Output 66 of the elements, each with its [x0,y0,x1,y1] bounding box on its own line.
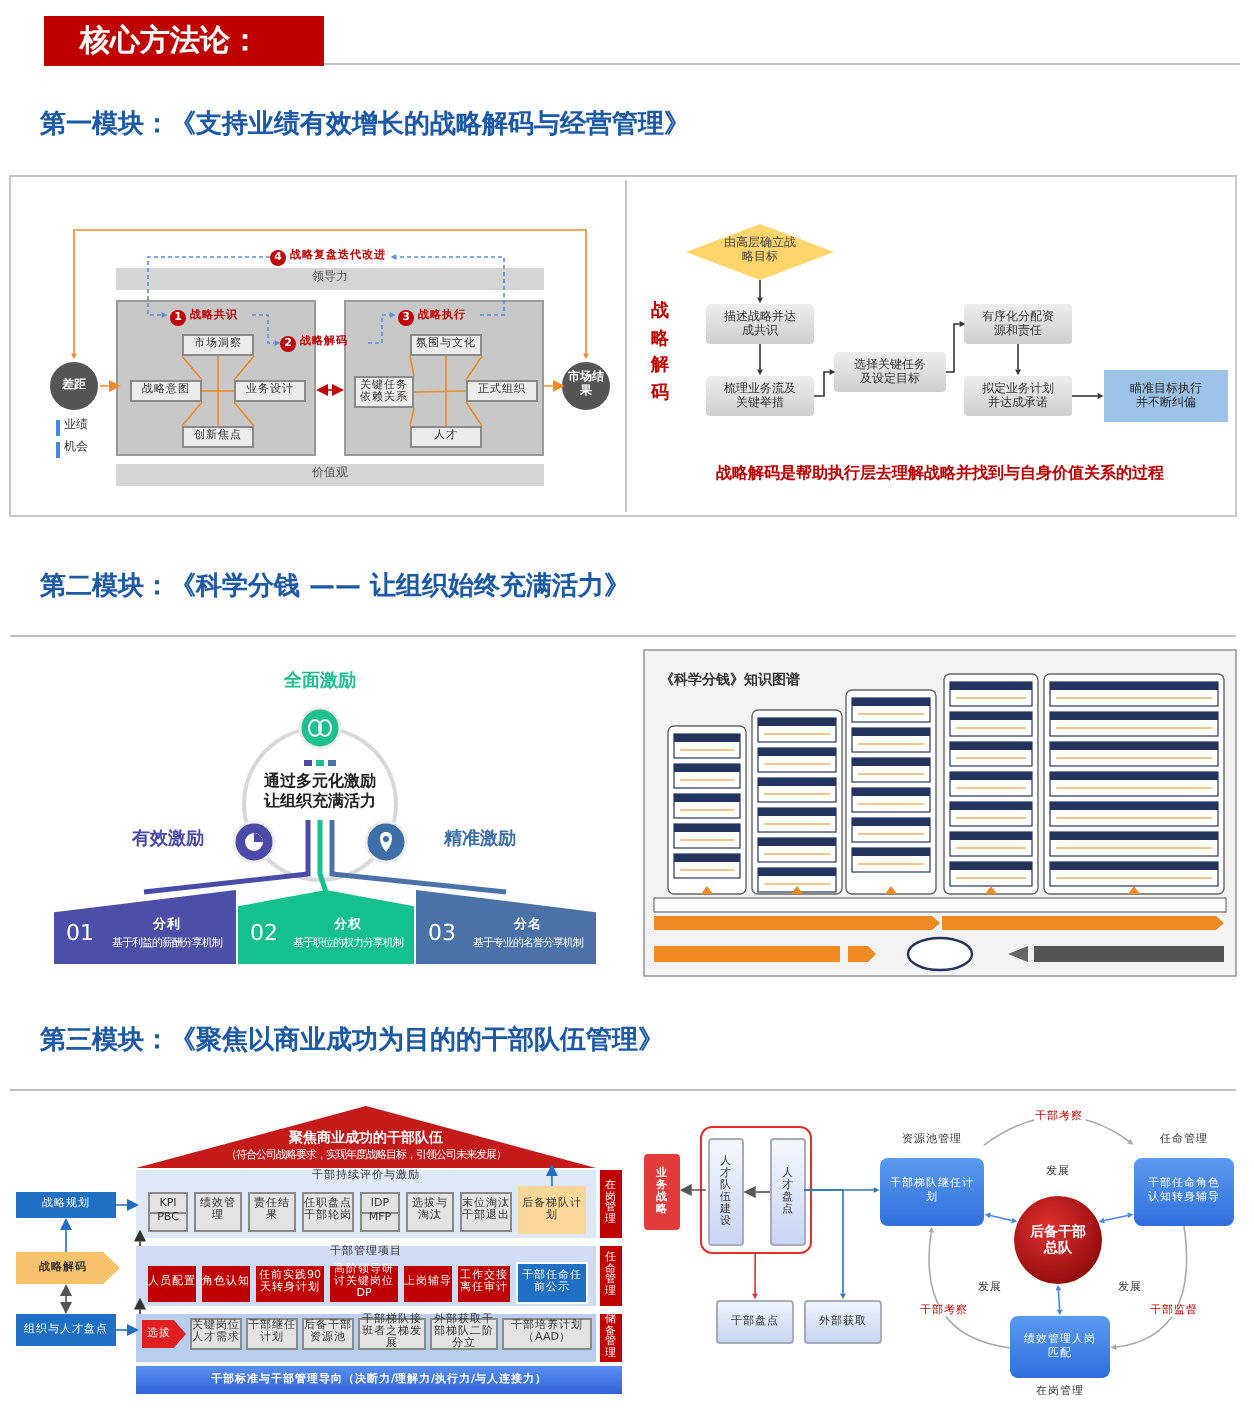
process-box [360,1192,400,1232]
arrow [316,384,344,396]
arrow [743,1186,771,1198]
arrow [945,321,966,373]
arrow [984,1212,1018,1224]
panel-number: 01 [66,922,94,944]
category-label: 全面激励 [284,674,356,692]
connector-line [181,401,203,427]
arrow [1055,1284,1063,1316]
arrow [1098,1212,1134,1224]
arrow [390,254,505,316]
panel-number: 02 [250,922,278,944]
connector-line [201,390,235,392]
category-panel [416,890,596,964]
title-banner: 核心方法论： [44,16,324,66]
arrow [134,1297,146,1315]
category-panel [238,890,414,964]
category-panel [54,890,236,964]
connector-line [465,355,483,381]
process-box [148,1192,188,1232]
arrow [367,312,396,344]
arrow [757,279,763,304]
arrow [545,1164,558,1187]
caption: 战略解码是帮助执行层去理解战略并找到与自身价值关系的过程 [714,464,1166,486]
section-heading: 第二模块：《科学分钱 —— 让组织始终充满活力》 [40,572,633,604]
arrow [115,1199,139,1211]
arrow [928,1226,1011,1349]
arrow [1071,393,1104,399]
connector-line [409,407,415,427]
arrow [134,1229,146,1247]
connector-line [445,355,447,427]
row-band [136,1170,596,1238]
model-panel [116,300,316,456]
connector-line [233,401,255,427]
connector-line [413,390,467,393]
panel-number: 03 [428,922,456,944]
arrow [147,256,271,318]
category-label: 有效激励 [132,832,204,850]
arrow [679,1184,707,1196]
connector-line [409,355,415,377]
arrow [757,343,763,376]
arrow [1015,343,1021,376]
center-text: 通过多元化激励让组织充满活力 [261,772,378,814]
connector-line [181,355,203,381]
arrow [99,380,121,392]
group-frame [700,1126,812,1254]
section-heading: 第三模块：《聚焦以商业成功为目的的干部队伍管理》 [40,1026,666,1058]
arrow [803,1189,846,1300]
category-label: 精准激励 [444,832,516,850]
row-band [136,1246,596,1306]
arrow [1110,1225,1188,1350]
arrow [813,369,836,397]
model-panel [344,300,544,456]
arrow [543,380,565,392]
connector-line [233,355,255,381]
connector-line [217,355,219,427]
section-heading: 第一模块：《支持业绩有效增长的战略解码与经营管理》 [40,110,692,142]
arrow [115,1324,139,1336]
arrow [71,229,589,360]
arrow [251,314,281,346]
row-band [136,1314,596,1362]
arrow [60,1284,72,1314]
connector-line [465,401,483,427]
arrow [752,1253,758,1300]
vertical-label: 战略解码 [648,300,671,407]
arrow [60,1218,72,1253]
